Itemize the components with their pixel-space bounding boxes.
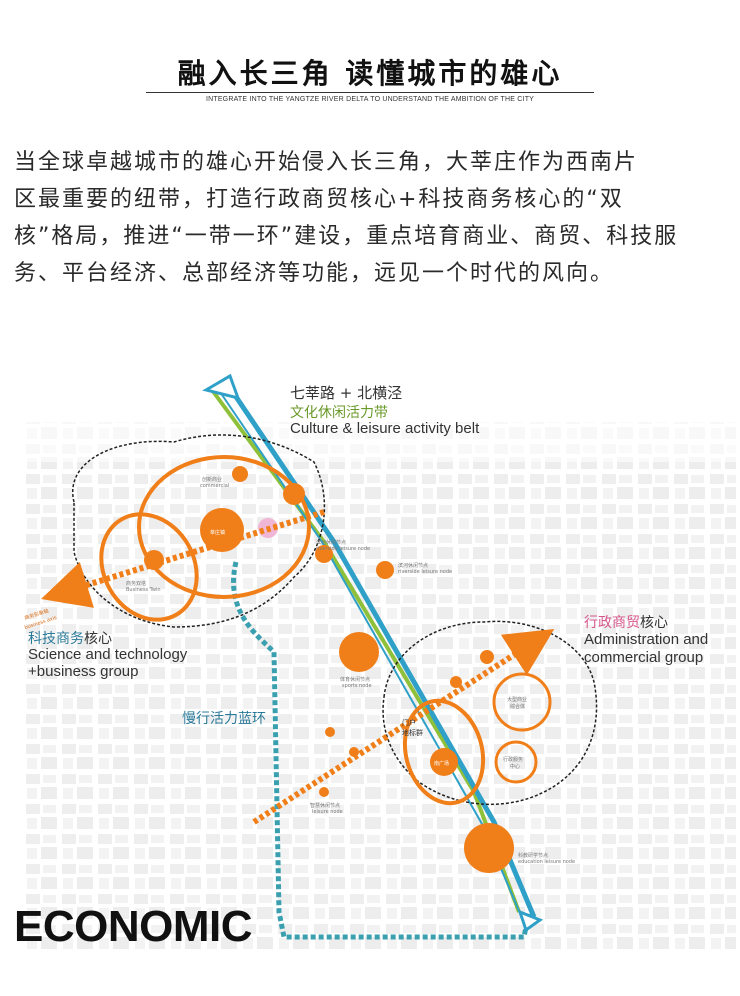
admin-small-node-2 bbox=[480, 650, 494, 664]
page-title: 融入长三角 读懂城市的雄心 bbox=[177, 57, 563, 90]
header: 融入长三角 读懂城市的雄心 INTEGRATE INTO THE YANGTZE… bbox=[0, 0, 740, 120]
belt-road-label: 七莘路 + 北横泾 bbox=[290, 384, 403, 402]
gate-label: 门户 bbox=[402, 719, 416, 727]
complex-label: 大型商业 bbox=[507, 697, 528, 703]
commercial-node bbox=[232, 466, 248, 482]
intro-line: 当全球卓越城市的雄心开始侵入长三角，大莘庄作为西南片 bbox=[14, 150, 639, 175]
education-label: 科教研学节点 bbox=[518, 853, 549, 859]
intro-line: 务、平台经济、总部经济等功能，远见一个时代的风向。 bbox=[14, 261, 615, 286]
riverside-1-label: 滨河休闲节点 bbox=[316, 540, 347, 546]
commercial-label: 创新商业 bbox=[202, 477, 223, 483]
sports-en-label: sports node bbox=[342, 683, 372, 689]
planning-map-graphic bbox=[24, 373, 736, 952]
business-axis-left bbox=[41, 509, 325, 608]
riverside-node-1 bbox=[315, 545, 333, 563]
south-arrow-head bbox=[517, 909, 544, 933]
leisure-south-node bbox=[319, 787, 329, 797]
south-plaza-label: 南广场 bbox=[434, 761, 450, 767]
commercial-en-label: commercial bbox=[200, 483, 230, 489]
education-node bbox=[464, 823, 514, 873]
admin-core-cn-b: 核心 bbox=[640, 615, 668, 631]
science-core-en-line-2: +business group bbox=[28, 663, 139, 680]
gate-label-b: 地标群 bbox=[402, 729, 423, 737]
belt-small-node-1 bbox=[325, 727, 335, 737]
sports-node bbox=[339, 632, 379, 672]
slow-ring-label: 慢行活力蓝环 bbox=[182, 711, 266, 727]
page-subtitle: INTEGRATE INTO THE YANGTZE RIVER DELTA T… bbox=[205, 96, 535, 103]
education-en-label: education leisure node bbox=[518, 859, 576, 865]
science-ring-left bbox=[99, 512, 199, 622]
twin-label: 商务双塔 bbox=[126, 581, 147, 587]
intro-paragraph: 当全球卓越城市的雄心开始侵入长三角，大莘庄作为西南片 区最重要的纽带，打造行政商… bbox=[14, 144, 726, 292]
riverside-1-en-label: riverside leisure node bbox=[316, 546, 371, 552]
admin-core-en-line-1: Administration and bbox=[584, 631, 709, 648]
belt-cn-label: 文化休闲活力带 bbox=[290, 405, 388, 421]
science-core-en-line-1: Science and technology bbox=[28, 646, 188, 663]
admin-core-cn-a: 行政商贸 bbox=[584, 615, 640, 631]
admin-core-cn-label: 行政商贸核心 bbox=[584, 612, 668, 632]
slow-ring-path bbox=[231, 561, 532, 940]
science-core-cloud bbox=[71, 434, 326, 628]
science-center-node bbox=[200, 508, 244, 552]
belt-en-label: Culture & leisure activity belt bbox=[290, 420, 480, 437]
admin-core-en-line-2: commercial group bbox=[584, 649, 704, 666]
science-core-cn-label: 科技商务核心 bbox=[28, 628, 112, 648]
riverside-node-2 bbox=[376, 561, 394, 579]
center-label: 莘庄镇 bbox=[210, 530, 226, 536]
riverside-2-en-label: riverside leisure node bbox=[398, 569, 453, 575]
title-divider bbox=[146, 92, 594, 93]
city-blocks bbox=[24, 422, 736, 952]
admin-label: 行政服务 bbox=[503, 757, 524, 763]
intro-line: 核”格局，推进“一带一环”建设，重点培育商业、商贸、科技服 bbox=[14, 224, 679, 249]
north-arrow-head bbox=[202, 373, 241, 401]
intro-line: 区最重要的纽带，打造行政商贸核心+科技商务核心的“双 bbox=[14, 187, 624, 212]
belt-north-node bbox=[283, 483, 305, 505]
science-core-cn-b: 核心 bbox=[84, 631, 112, 647]
blue-belt-line-2 bbox=[215, 385, 523, 919]
leisure-south-en-label: leisure node bbox=[312, 809, 343, 815]
gate-ring bbox=[402, 698, 486, 806]
sports-label: 体育休闲节点 bbox=[340, 677, 371, 683]
blue-belt-line bbox=[223, 380, 537, 918]
gate-node bbox=[430, 748, 458, 776]
science-ring-large bbox=[137, 455, 311, 599]
twin-en-label: Business Twin bbox=[126, 587, 161, 593]
complex-label-b: 综合体 bbox=[510, 704, 526, 710]
admin-label-b: 中心 bbox=[510, 764, 521, 770]
map-fade bbox=[24, 422, 736, 462]
planning-diagram: 七莘路 + 北横泾 文化休闲活力带 Culture & leisure acti… bbox=[24, 352, 736, 952]
economic-tag: ECONOMIC bbox=[14, 902, 253, 951]
admin-small-node-1 bbox=[450, 676, 462, 688]
leisure-south-label: 智慧休闲节点 bbox=[310, 803, 341, 809]
riverside-2-label: 滨河休闲节点 bbox=[398, 563, 429, 569]
admin-ring bbox=[494, 740, 538, 784]
science-core-cn-a: 科技商务 bbox=[28, 631, 84, 647]
